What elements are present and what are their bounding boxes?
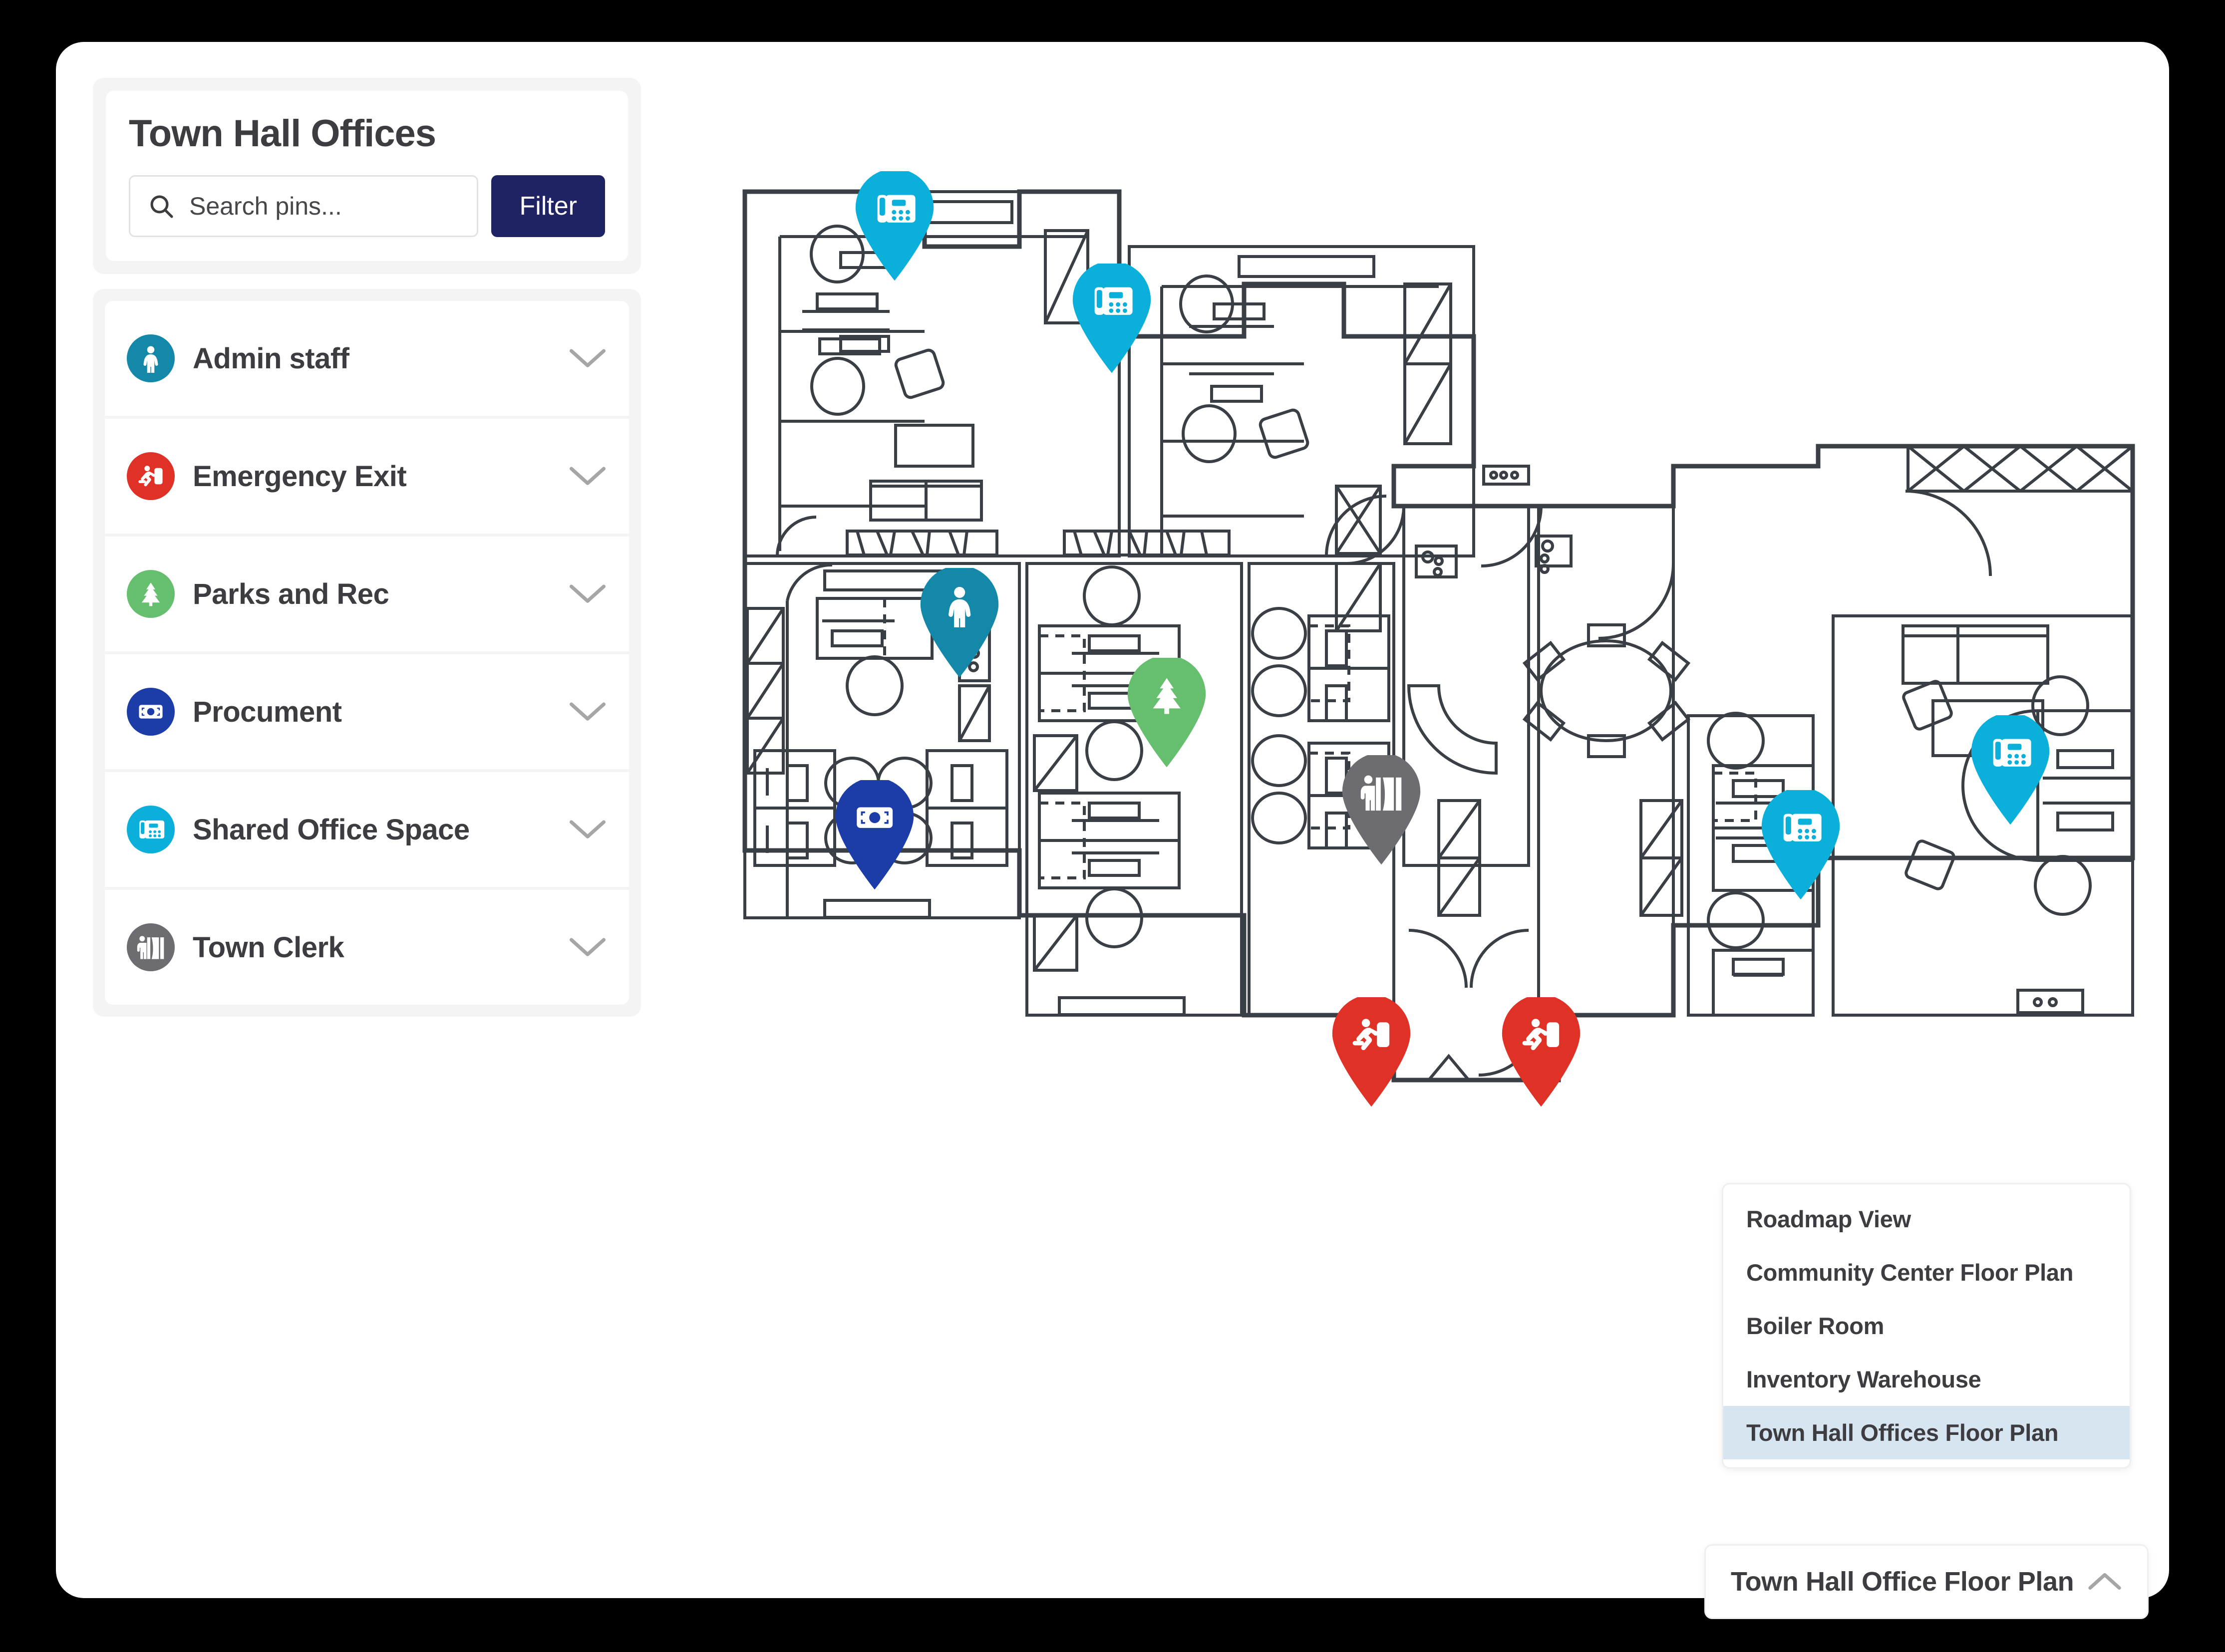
sidebar-category-label: Emergency Exit: [193, 460, 407, 493]
app-window: Town Hall Offices Search pins... Filter …: [56, 42, 2169, 1619]
page-title: Town Hall Offices: [129, 112, 436, 155]
sidebar-category-admin-staff[interactable]: Admin staff: [105, 301, 629, 416]
chevron-down-icon[interactable]: [568, 463, 607, 490]
chevron-up-icon: [2087, 1570, 2122, 1594]
clerk-counter-icon: [1339, 771, 1424, 815]
floorplan-dropdown-label: Town Hall Office Floor Plan: [1731, 1567, 2074, 1597]
search-icon: [147, 192, 175, 220]
sidebar-category-shared-office-space[interactable]: Shared Office Space: [105, 772, 629, 887]
map-pin-shared-office-space[interactable]: [1758, 787, 1843, 903]
map-pin-emergency-exit[interactable]: [1499, 994, 1584, 1110]
tree-icon: [127, 570, 175, 618]
tree-icon: [1124, 673, 1209, 717]
sidebar-category-label: Town Clerk: [193, 931, 344, 964]
person-icon: [917, 583, 1002, 627]
floorplan-dropdown-toggle[interactable]: Town Hall Office Floor Plan: [1704, 1544, 2149, 1619]
search-placeholder: Search pins...: [189, 192, 342, 220]
map-pin-shared-office-space[interactable]: [1968, 712, 2053, 828]
map-pin-shared-office-space[interactable]: [852, 168, 937, 284]
desk-phone-icon: [1968, 731, 2053, 775]
sidebar-category-label: Admin staff: [193, 342, 349, 375]
running-exit-icon: [127, 452, 175, 500]
dropdown-item-roadmap-view[interactable]: Roadmap View: [1746, 1206, 1911, 1232]
map-pin-procument[interactable]: [832, 777, 917, 893]
money-bill-icon: [127, 688, 175, 736]
running-exit-icon: [1499, 1013, 1584, 1057]
map-pin-shared-office-space[interactable]: [1069, 261, 1154, 376]
sidebar-category-parks-and-rec[interactable]: Parks and Rec: [105, 537, 629, 651]
map-pin-admin-staff[interactable]: [917, 565, 1002, 681]
filter-button[interactable]: Filter: [491, 175, 605, 237]
sidebar-category-emergency-exit[interactable]: Emergency Exit: [105, 419, 629, 534]
sidebar-category-label: Parks and Rec: [193, 577, 389, 610]
dropdown-item-town-hall-offices-floor-plan[interactable]: Town Hall Offices Floor Plan: [1723, 1406, 2130, 1459]
dropdown-item-inventory-warehouse[interactable]: Inventory Warehouse: [1746, 1366, 1981, 1392]
sidebar-category-town-clerk[interactable]: Town Clerk: [105, 890, 629, 1005]
map-pin-parks-and-rec[interactable]: [1124, 655, 1209, 771]
person-icon: [127, 334, 175, 382]
desk-phone-icon: [1069, 279, 1154, 323]
dropdown-item-boiler-room[interactable]: Boiler Room: [1746, 1313, 1885, 1339]
chevron-down-icon[interactable]: [568, 345, 607, 372]
map-pin-town-clerk[interactable]: [1339, 752, 1424, 868]
search-input[interactable]: Search pins...: [129, 175, 479, 237]
dropdown-item-community-center-floor-plan[interactable]: Community Center Floor Plan: [1746, 1259, 2074, 1286]
map-pin-emergency-exit[interactable]: [1329, 994, 1414, 1110]
chevron-down-icon[interactable]: [568, 699, 607, 725]
chevron-down-icon[interactable]: [568, 581, 607, 607]
running-exit-icon: [1329, 1013, 1414, 1057]
money-bill-icon: [832, 796, 917, 839]
desk-phone-icon: [127, 806, 175, 853]
desk-phone-icon: [852, 187, 937, 231]
chevron-down-icon[interactable]: [568, 817, 607, 843]
sidebar-category-label: Procument: [193, 695, 342, 728]
sidebar: Town Hall Offices Search pins... Filter …: [93, 78, 641, 1017]
search-panel: Town Hall Offices Search pins... Filter: [93, 78, 641, 274]
chevron-down-icon[interactable]: [568, 934, 607, 961]
floorplan-map[interactable]: [655, 42, 2168, 1598]
desk-phone-icon: [1758, 806, 1843, 849]
search-row: Search pins... Filter: [129, 175, 605, 237]
sidebar-category-procument[interactable]: Procument: [105, 654, 629, 769]
sidebar-category-label: Shared Office Space: [193, 813, 470, 846]
clerk-counter-icon: [127, 923, 175, 971]
